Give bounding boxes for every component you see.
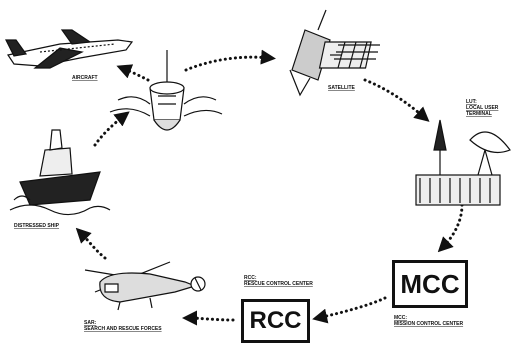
beacon-illustration [109,50,223,131]
arrow-beacon-to-aircraft [116,64,150,82]
sar-code: SAR: [84,320,97,326]
ship-illustration [9,129,111,216]
helicopter-illustration [84,261,206,311]
arrow-ship-to-beacon [93,111,130,147]
aircraft-label: AIRCRAFT [72,75,98,81]
lut-code: LUT: [466,99,477,105]
mcc-box: MCC [392,260,468,308]
arrow-beacon-to-satellite [184,49,276,72]
mcc-desc: MISSION CONTROL CENTER [394,321,463,327]
rcc-code: RCC: [244,275,257,281]
lut-line2: TERMINAL [466,111,492,117]
mcc-box-text: MCC [400,268,460,299]
ship-label: DISTRESSED SHIP [14,223,60,229]
lut-line1: LOCAL USER [466,105,499,111]
flow-arrows [75,49,464,326]
sar-desc: SEARCH AND RESCUE FORCES [84,326,162,332]
aircraft-illustration [5,29,134,69]
mcc-code: MCC: [394,315,407,321]
lut-illustration [415,119,511,206]
arrow-lut-to-mcc [437,203,464,253]
satellite-illustration [289,9,380,97]
arrow-sar-to-ship [75,227,107,260]
rcc-box-text: RCC [249,307,302,334]
arrow-satellite-to-lut [363,78,430,122]
rcc-desc: RESCUE CONTROL CENTER [244,281,313,287]
rcc-box: RCC [241,299,310,343]
arrow-mcc-to-rcc [312,296,387,324]
arrow-rcc-to-sar [182,310,235,326]
satellite-label: SATELLITE [328,85,356,91]
